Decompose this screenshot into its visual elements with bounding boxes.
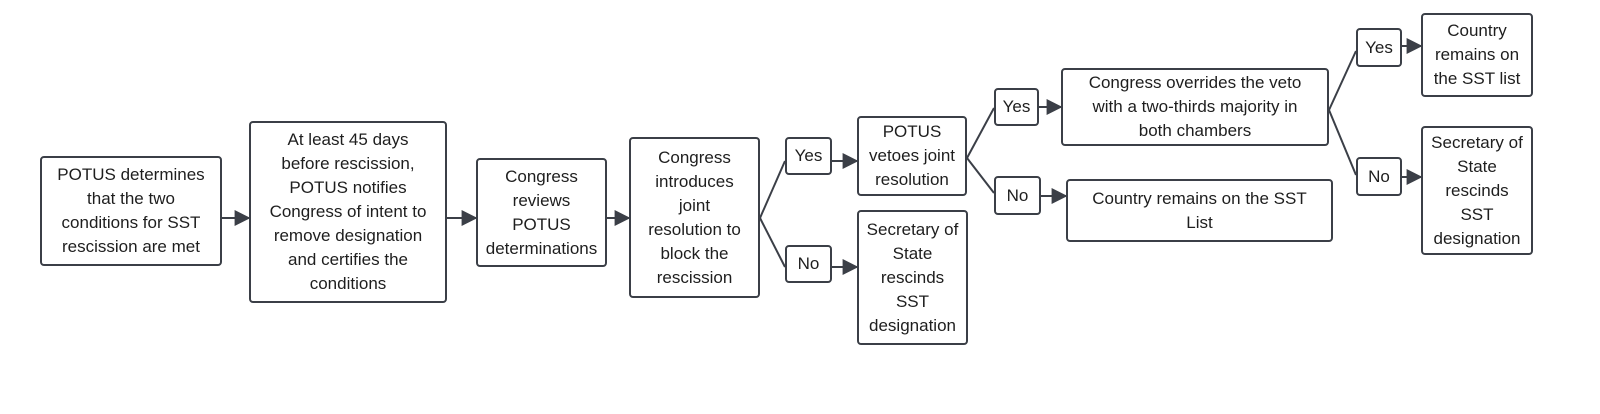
- congress-reviews-box: Congress reviews POTUS determinations: [476, 158, 607, 267]
- connector-override-to-no: [1328, 109, 1357, 176]
- connector-veto-to-yes: [966, 107, 995, 159]
- branch-yes-2: Yes: [994, 88, 1039, 126]
- branch-yes-1: Yes: [785, 137, 832, 175]
- potus-determines-box: POTUS determines that the two conditions…: [40, 156, 222, 266]
- remains-on-list-box-2: Country remains on the SST list: [1421, 13, 1533, 97]
- potus-vetoes-box: POTUS vetoes joint resolution: [857, 116, 967, 196]
- joint-resolution-box: Congress introduces joint resolution to …: [629, 137, 760, 298]
- notify-congress-box: At least 45 days before rescission, POTU…: [249, 121, 447, 303]
- connector-veto-to-no: [966, 157, 995, 194]
- connector-resolution-to-no: [759, 217, 786, 268]
- branch-no-1: No: [785, 245, 832, 283]
- branch-no-3: No: [1356, 157, 1402, 196]
- sos-rescinds-box-1: Secretary of State rescinds SST designat…: [857, 210, 968, 345]
- branch-no-2: No: [994, 176, 1041, 215]
- remains-on-list-box-1: Country remains on the SST List: [1066, 179, 1333, 242]
- connector-resolution-to-yes: [759, 160, 786, 219]
- sos-rescinds-box-2: Secretary of State rescinds SST designat…: [1421, 126, 1533, 255]
- branch-yes-3: Yes: [1356, 28, 1402, 67]
- connector-override-to-yes: [1328, 50, 1357, 111]
- congress-overrides-box: Congress overrides the veto with a two-t…: [1061, 68, 1329, 146]
